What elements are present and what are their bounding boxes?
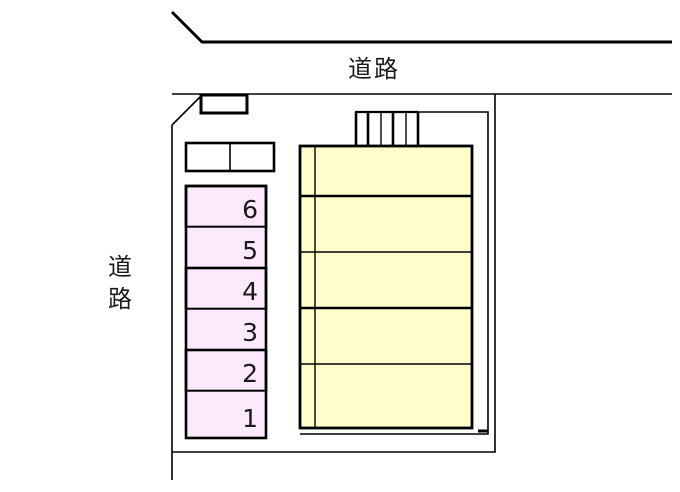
parking-stall-6[interactable]: 6 [184, 184, 268, 229]
parking-area: 6 5 4 3 2 1 [184, 184, 268, 440]
parking-stall-3[interactable]: 3 [185, 308, 267, 351]
parking-stall-4[interactable]: 4 [184, 266, 268, 311]
road-top-upper-edge [170, 10, 672, 44]
parking-stall-2[interactable]: 2 [184, 348, 268, 393]
parking-stall-label: 2 [242, 359, 258, 388]
frontage-notch [199, 93, 249, 115]
parking-stall-5[interactable]: 5 [185, 226, 267, 269]
site-boundary [171, 94, 496, 480]
parking-stall-label: 6 [242, 195, 258, 224]
road-left-label-char-2: 路 [108, 285, 132, 313]
road-left-label-char-1: 道 [108, 253, 132, 281]
apartment-building [298, 110, 488, 433]
building-floor-dividers [300, 194, 472, 365]
building-stairs [354, 110, 420, 146]
building-outer-wall [300, 111, 489, 435]
parking-stall-label: 4 [242, 277, 258, 306]
parking-stall-label: 3 [242, 318, 258, 347]
entrance-structure [184, 141, 276, 173]
building-body [298, 144, 474, 430]
road-top-label: 道路 [348, 55, 400, 83]
parking-block-frame [184, 184, 268, 440]
parking-stall-label: 1 [242, 404, 258, 433]
parking-stall-label: 5 [242, 236, 258, 265]
parking-stall-1[interactable]: 1 [185, 390, 267, 439]
